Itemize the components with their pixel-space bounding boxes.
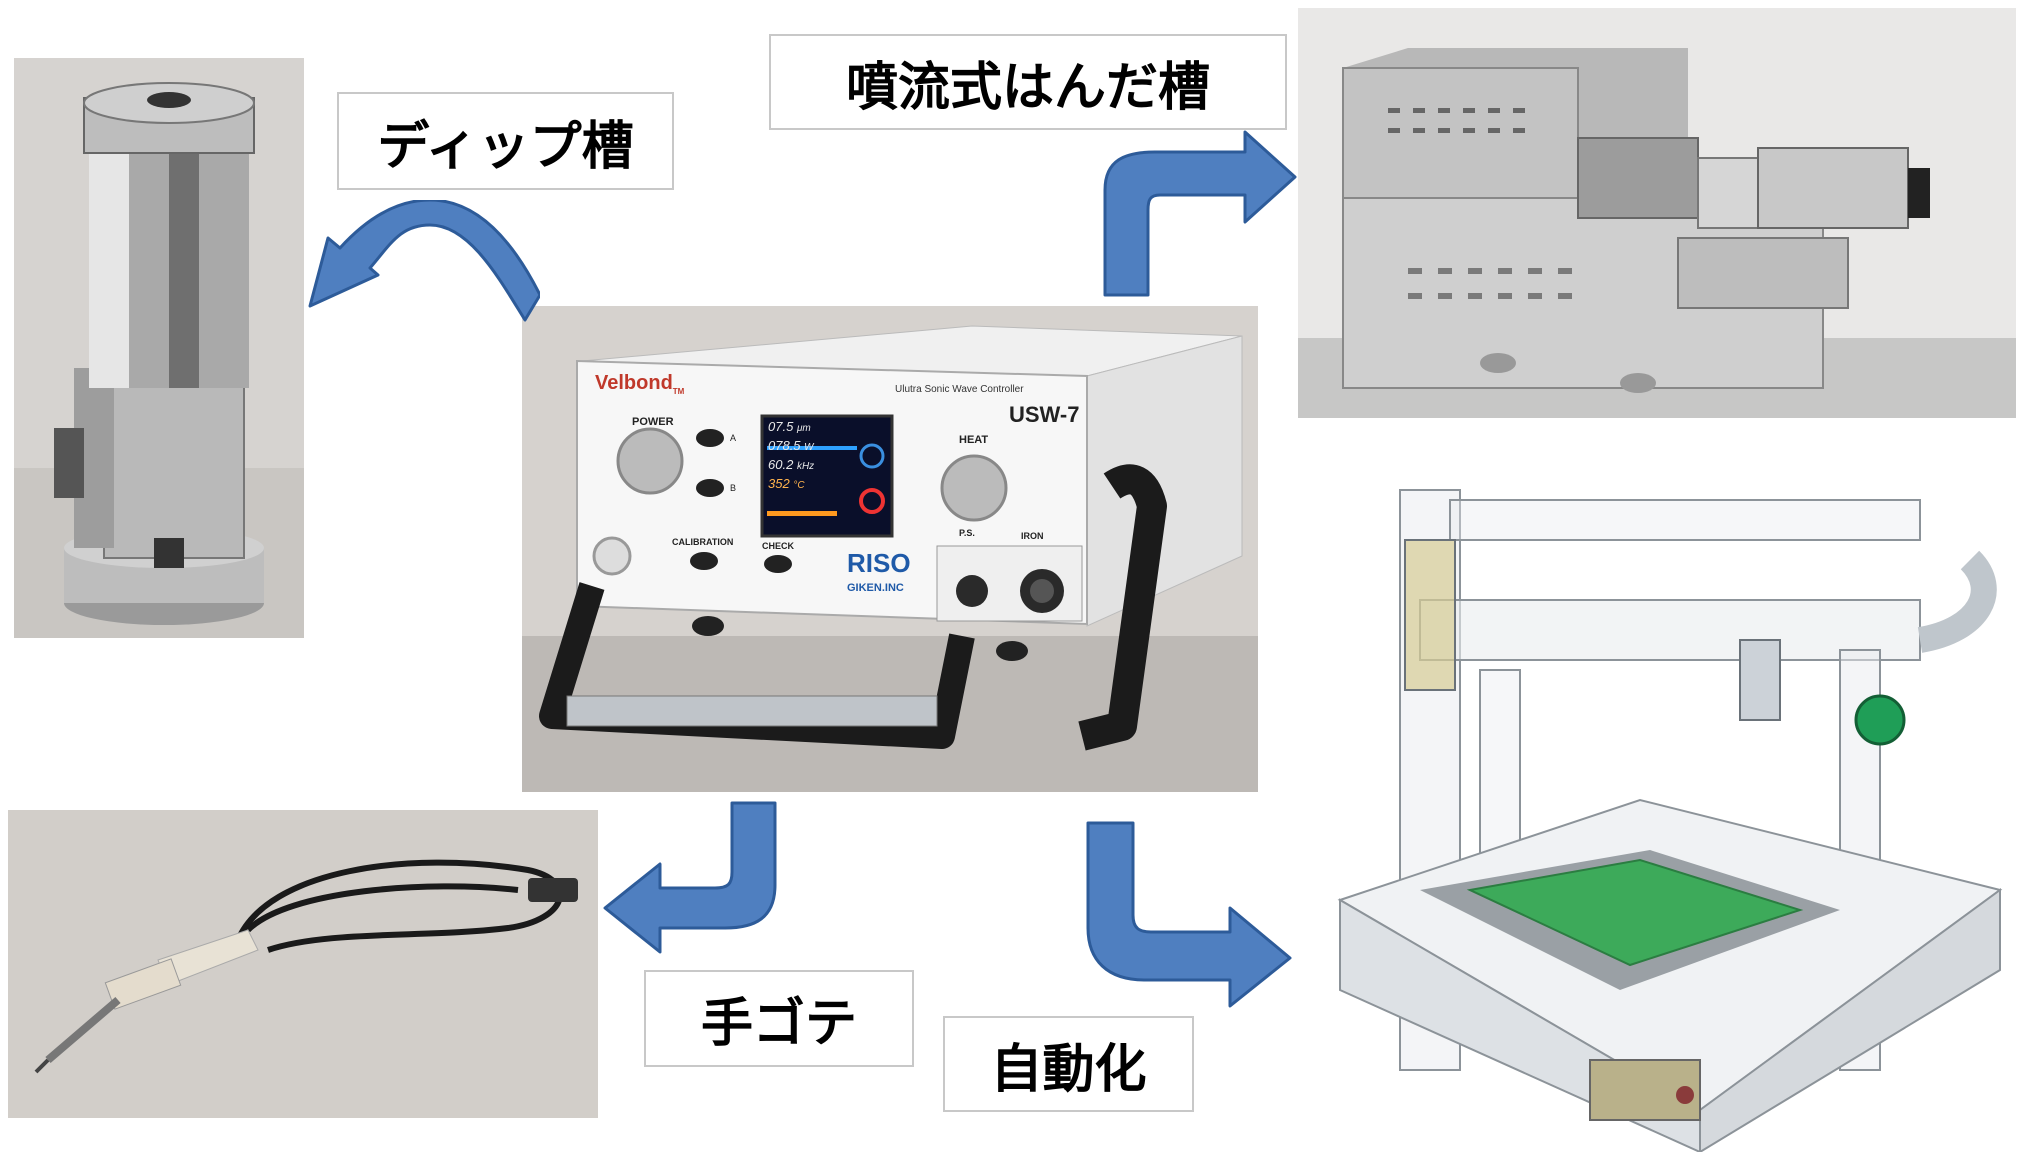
soldering-iron-label: 手ゴテ xyxy=(644,970,914,1067)
lcd-unit-2: W xyxy=(804,442,814,453)
lcd-value-1: 07.5 xyxy=(768,419,794,434)
subtitle-label: Ulutra Sonic Wave Controller xyxy=(895,384,1024,395)
iron-port-label: IRON xyxy=(1021,531,1044,541)
arrow-to-wave-solder xyxy=(1103,130,1297,297)
dip-tank-photo xyxy=(14,58,304,638)
power-label: POWER xyxy=(632,416,674,428)
maker-sub-label: GIKEN.INC xyxy=(847,582,904,594)
brand-label: Velbond xyxy=(595,372,673,394)
lcd-value-4: 352 xyxy=(768,476,790,491)
heat-label: HEAT xyxy=(959,434,989,446)
btn-b-label: B xyxy=(730,483,737,493)
wave-solder-label: 噴流式はんだ槽 xyxy=(769,34,1287,130)
wave-solder-photo xyxy=(1298,8,2016,418)
arrow-to-dip-tank xyxy=(308,200,540,322)
arrow-to-soldering-iron xyxy=(603,801,777,954)
ps-label: P.S. xyxy=(959,528,975,538)
lcd-unit-1: μm xyxy=(796,423,811,434)
btn-a-label: A xyxy=(730,433,737,443)
controller-photo: VelbondTM Ulutra Sonic Wave Controller U… xyxy=(522,306,1258,792)
maker-label: RISO xyxy=(847,548,911,578)
automation-label: 自動化 xyxy=(943,1016,1194,1112)
calibration-label: CALIBRATION xyxy=(672,537,734,547)
check-label: CHECK xyxy=(762,541,795,551)
lcd-unit-4: °C xyxy=(793,480,805,491)
arrow-to-automation xyxy=(1086,821,1292,1008)
automation-cad-image xyxy=(1320,470,2016,1152)
lcd-value-2: 078.5 xyxy=(768,438,801,453)
tm-label: TM xyxy=(672,387,685,396)
lcd-value-3: 60.2 xyxy=(768,457,794,472)
soldering-iron-photo xyxy=(8,810,598,1118)
lcd-unit-3: kHz xyxy=(796,461,815,472)
model-label: USW-7 xyxy=(1009,402,1080,427)
dip-tank-label: ディップ槽 xyxy=(337,92,674,190)
